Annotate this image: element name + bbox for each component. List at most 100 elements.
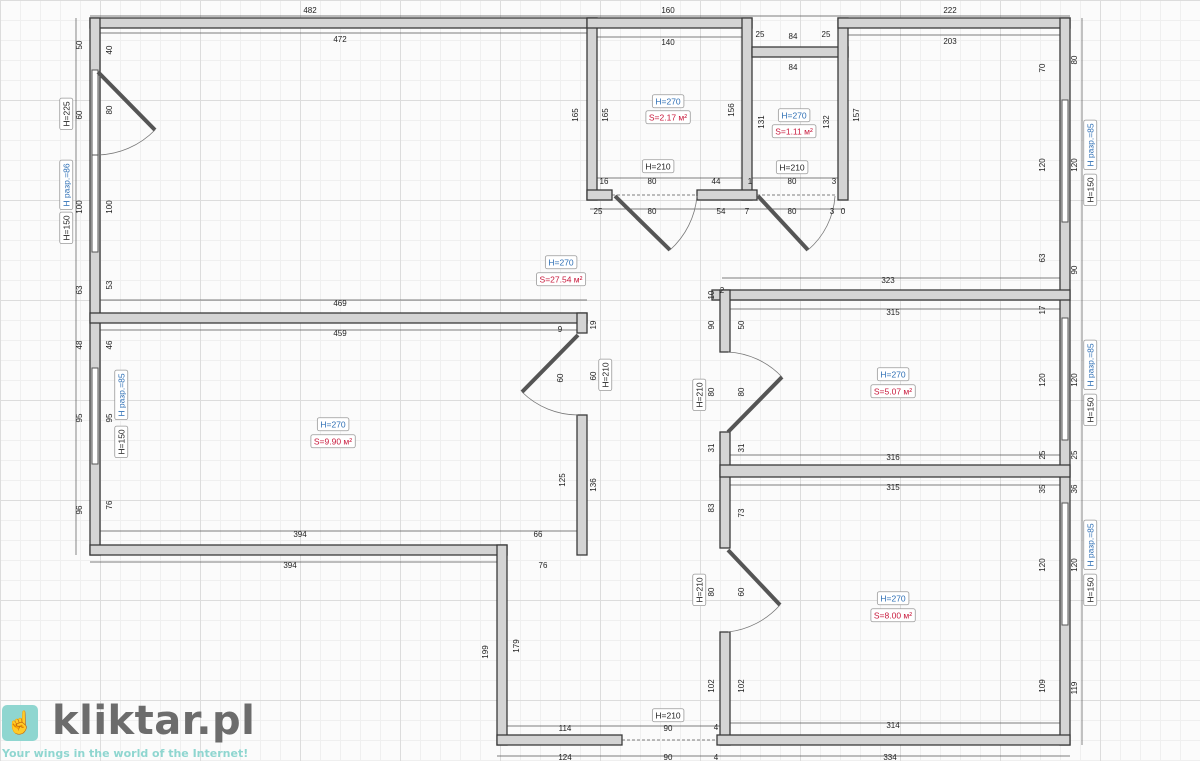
dim-label: 19: [589, 320, 598, 329]
dim-label: 84: [789, 32, 798, 41]
walls: [89, 17, 1071, 746]
living-height-tag: H=270: [544, 255, 578, 270]
dim-label: 50: [75, 40, 84, 49]
svg-text:H разр.=85: H разр.=85: [1085, 123, 1095, 167]
svg-text:S=1.11 м²: S=1.11 м²: [775, 126, 813, 136]
dim-label: 80: [1070, 55, 1079, 64]
svg-text:H=210: H=210: [645, 161, 671, 171]
room-low-area-tag: S=8.00 м²: [870, 608, 916, 623]
svg-text:H=210: H=210: [600, 362, 610, 388]
dim-label: 66: [534, 530, 543, 539]
dim-label: 31: [737, 443, 746, 452]
window-sill-tag: H разр.=85: [1083, 339, 1098, 391]
dim-label: 140: [661, 38, 675, 47]
dim-label: 25: [1038, 450, 1047, 459]
dim-label: 80: [737, 387, 746, 396]
dim-label: 80: [788, 177, 797, 186]
svg-text:S=2.17 м²: S=2.17 м²: [649, 112, 687, 122]
dim-label: 63: [75, 285, 84, 294]
dim-label: 222: [943, 6, 957, 15]
dim-label: 25: [594, 207, 603, 216]
svg-text:S=27.54 м²: S=27.54 м²: [540, 274, 583, 284]
dim-label: 4: [714, 753, 719, 761]
dim-label: 199: [481, 645, 490, 659]
room-low-door-swing: [726, 548, 782, 633]
dim-label: 40: [105, 45, 114, 54]
dim-label: 90: [707, 320, 716, 329]
window-left-top: [91, 69, 99, 156]
dim-label: 203: [943, 37, 957, 46]
dim-label: 70: [1038, 63, 1047, 72]
svg-text:H=150: H=150: [1085, 397, 1095, 423]
dim-label: 119: [1070, 681, 1079, 694]
dim-label: 459: [333, 329, 347, 338]
svg-text:H разр.=85: H разр.=85: [1085, 523, 1095, 567]
room-mid-height-tag: H=270: [876, 367, 910, 382]
living-area-tag: S=27.54 м²: [536, 272, 587, 287]
dim-label: 120: [1038, 558, 1047, 572]
svg-text:H разр.=85: H разр.=85: [116, 373, 126, 417]
dim-label: 102: [707, 679, 716, 693]
dim-label: 90: [664, 753, 673, 761]
window-sill-tag: H разр.=85: [1083, 519, 1098, 571]
svg-text:H=270: H=270: [655, 96, 681, 106]
dim-label: 25: [822, 30, 831, 39]
dim-label: 36: [1070, 484, 1079, 493]
window-sill-tag: H разр.=85: [114, 369, 129, 421]
bath1-height-tag: H=270: [651, 94, 685, 109]
dim-label: 80: [788, 207, 797, 216]
svg-text:H=150: H=150: [1085, 577, 1095, 603]
dim-label: 315: [886, 308, 900, 317]
dim-label: 120: [1070, 558, 1079, 572]
bedroom-area-tag: S=9.90 м²: [310, 434, 356, 449]
dim-label: 109: [1038, 679, 1047, 693]
dim-label: 136: [589, 478, 598, 492]
window-left-mid: [91, 154, 99, 253]
dim-label: 3: [830, 207, 835, 216]
dim-label: 80: [707, 587, 716, 596]
door-height-tag: H=210: [641, 159, 675, 174]
dim-label: 472: [333, 35, 347, 44]
dim-label: 46: [105, 340, 114, 349]
door-tags: H=210 H=210 H=210 H=210 H=210 H=210: [598, 159, 809, 723]
window-tags: H=225 H разр.=86 H=150 H разр.=85 H=150 …: [59, 97, 1098, 607]
dim-label: 323: [881, 276, 895, 285]
room-mid-door-swing: [726, 351, 784, 434]
dim-label: 0: [841, 207, 846, 216]
dim-label: 131: [757, 115, 766, 129]
svg-text:H=270: H=270: [548, 257, 574, 267]
svg-text:H=150: H=150: [61, 215, 71, 241]
room-mid-area-tag: S=5.07 м²: [870, 384, 916, 399]
dim-label: 63: [1038, 253, 1047, 262]
dim-label: 80: [648, 207, 657, 216]
dim-label: 315: [886, 483, 900, 492]
dim-label: 469: [333, 299, 347, 308]
dim-label: 114: [559, 724, 572, 733]
dim-label: 80: [707, 387, 716, 396]
dim-label: 60: [75, 110, 84, 119]
svg-text:H=210: H=210: [694, 382, 704, 408]
dim-label: 4: [714, 723, 719, 732]
dim-label: 156: [727, 103, 736, 117]
bath1-door-swing: [613, 194, 698, 252]
dim-label: 25: [1070, 450, 1079, 459]
window-height-tag: H=150: [1083, 173, 1098, 207]
room-tags: H=270 S=27.54 м² H=270 S=9.90 м² H=270 S…: [310, 94, 916, 623]
dim-label: 90: [664, 724, 673, 733]
dim-label: 165: [601, 108, 610, 122]
dim-label: 482: [303, 6, 317, 15]
door-height-tag: H=210: [692, 378, 707, 412]
window-right-mid: [1061, 317, 1069, 441]
svg-text:H=210: H=210: [655, 710, 681, 720]
dim-label: 2: [720, 286, 725, 295]
dim-label: 100: [75, 200, 84, 214]
dim-label: 17: [1038, 305, 1047, 314]
entrance-door-swing: [96, 70, 157, 156]
dim-label: 316: [886, 453, 900, 462]
room-low-height-tag: H=270: [876, 591, 910, 606]
dim-label: 48: [75, 340, 84, 349]
dim-label: 60: [589, 371, 598, 380]
window-height-tag: H=150: [59, 211, 74, 245]
dim-label: 16: [600, 177, 609, 186]
window-sill-tag: H разр.=86: [59, 159, 74, 211]
